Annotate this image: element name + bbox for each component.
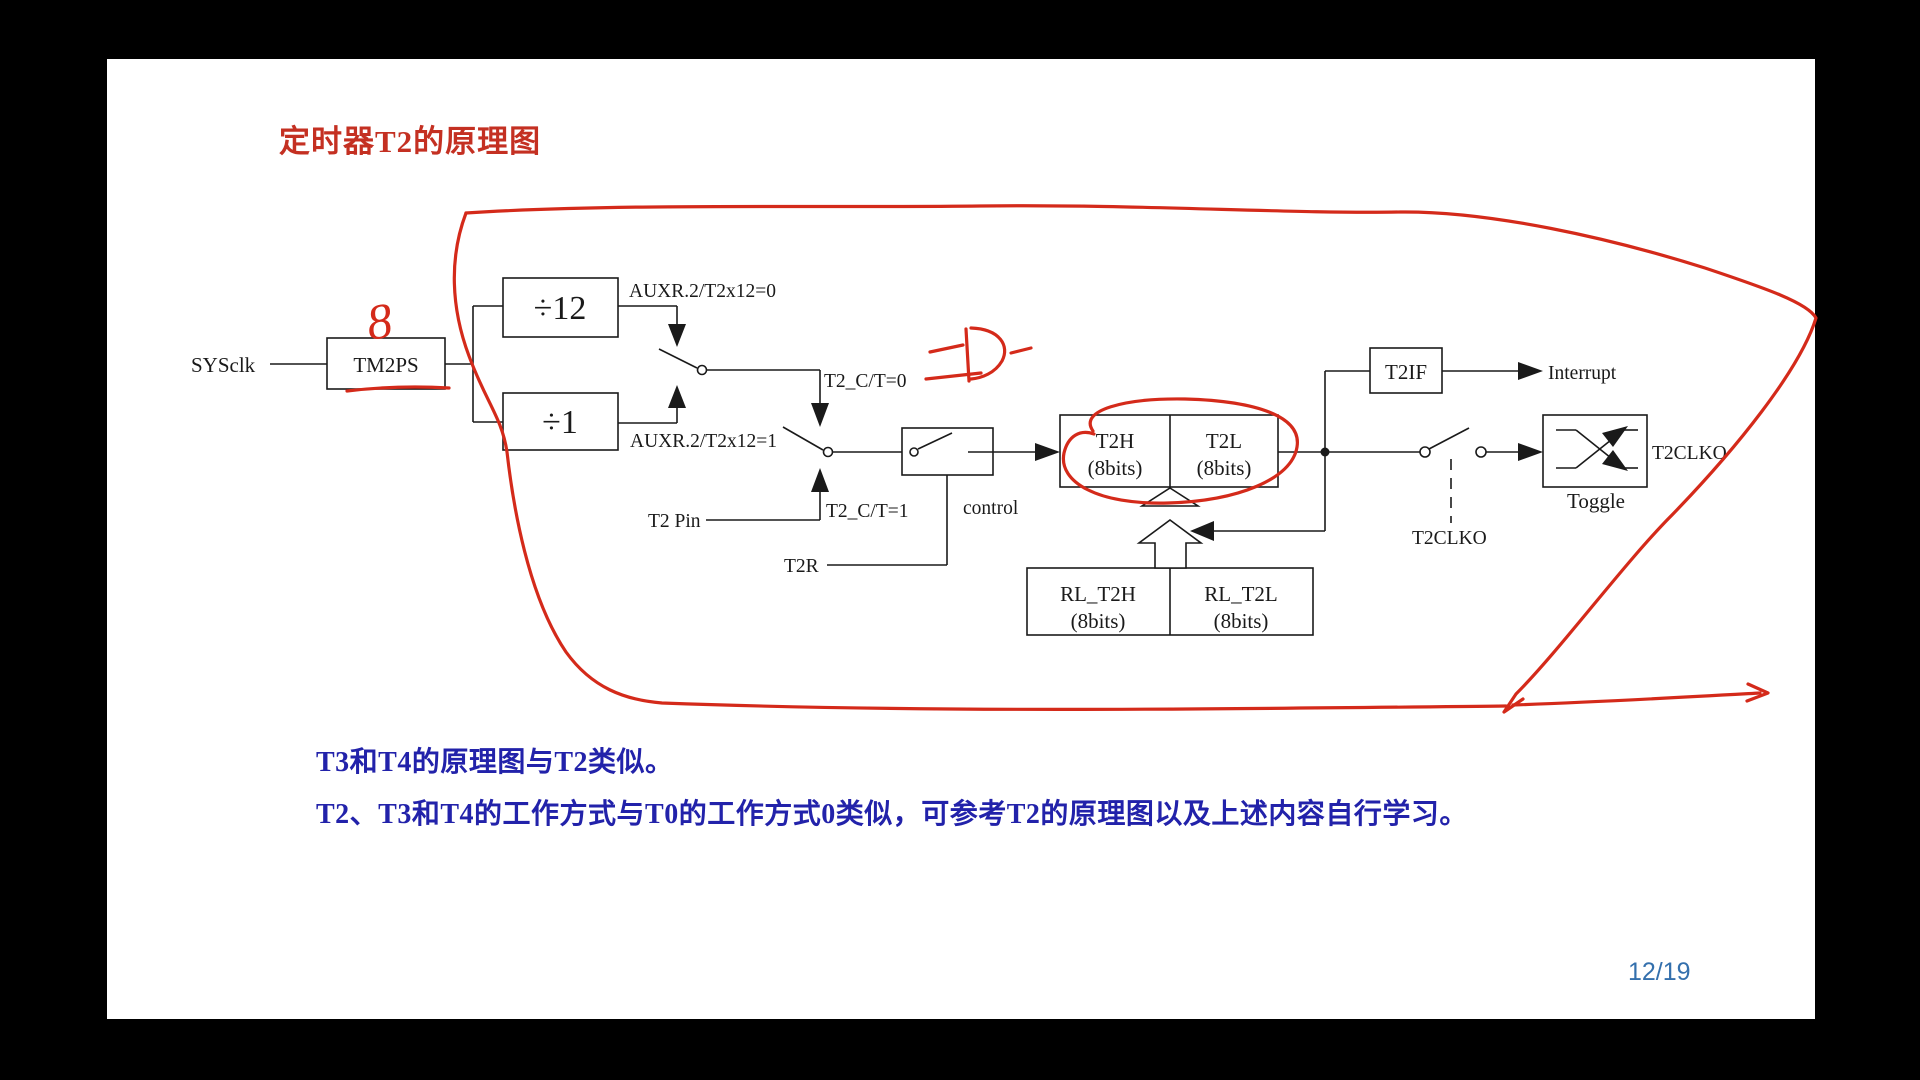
ink-gate-input-2	[924, 371, 983, 381]
t2h-t2l-register-box	[1059, 414, 1279, 488]
t2l-bits-label: (8bits)	[1197, 456, 1252, 480]
red-ink-annotations: 8	[345, 204, 1818, 714]
div12-label: ÷12	[534, 290, 587, 327]
ink-gate-input-1	[928, 343, 965, 354]
reload-arrow-lower	[1136, 519, 1204, 569]
tm2ps-label: TM2PS	[353, 353, 418, 377]
div1-box	[502, 392, 619, 451]
auxr-t2x12-0-label: AUXR.2/T2x12=0	[629, 281, 776, 302]
rl-t2l-bits-label: (8bits)	[1214, 609, 1269, 633]
toggle-box	[1542, 414, 1648, 488]
ink-bottom-arrow	[1511, 691, 1762, 707]
t2h-label: T2H	[1096, 429, 1135, 453]
t2l-label: T2L	[1206, 429, 1242, 453]
page-number: 12/19	[1628, 958, 1691, 986]
presentation-slide	[107, 59, 1815, 1019]
ink-gate-body	[969, 326, 1007, 381]
div12-box	[502, 277, 619, 338]
mux2-contact	[822, 446, 834, 458]
ink-oval-t2h-t2l	[1061, 397, 1299, 505]
tm2ps-box	[326, 337, 446, 390]
auxr-t2x12-1-label: AUXR.2/T2x12=1	[630, 431, 777, 452]
t2if-label: T2IF	[1385, 360, 1427, 384]
t2-ct0-label: T2_C/T=0	[824, 371, 907, 392]
ink-underline-tm2ps	[345, 385, 451, 393]
ink-gate-bar	[964, 327, 971, 383]
toggle-label: Toggle	[1567, 489, 1625, 513]
note-line-2: T2、T3和T4的工作方式与T0的工作方式0类似，可参考T2的原理图以及上述内容…	[316, 799, 1468, 830]
mux1-contact	[696, 364, 708, 376]
arrowheads	[668, 324, 1543, 541]
ink-gate-output	[1009, 346, 1033, 355]
t2clko-out-label: T2CLKO	[1652, 443, 1727, 464]
rl-t2l-label: RL_T2L	[1204, 582, 1278, 606]
t2clko-switch-right-contact	[1475, 446, 1487, 458]
ink-loop-left-bottom	[452, 211, 1508, 711]
t2clko-switch-left-contact	[1419, 446, 1431, 458]
t2-pin-label: T2 Pin	[648, 511, 701, 532]
sysclk-label: SYSclk	[191, 353, 256, 377]
ink-loop-top-right	[464, 204, 1818, 714]
note-line-1: T3和T4的原理图与T2类似。	[316, 747, 674, 778]
interrupt-label: Interrupt	[1548, 363, 1617, 384]
t2r-label: T2R	[784, 556, 819, 577]
t2clko-switch-label: T2CLKO	[1412, 528, 1487, 549]
rl-t2h-bits-label: (8bits)	[1071, 609, 1126, 633]
wires	[270, 305, 1519, 566]
slide-title: 定时器T2的原理图	[279, 124, 542, 159]
wire-junction	[1320, 447, 1330, 457]
control-label: control	[963, 498, 1019, 519]
rl-t2h-label: RL_T2H	[1060, 582, 1136, 606]
t2if-box	[1369, 347, 1443, 394]
t2h-bits-label: (8bits)	[1088, 456, 1143, 480]
t2-ct1-label: T2_C/T=1	[826, 501, 909, 522]
toggle-symbol	[1556, 426, 1638, 471]
ink-bottom-arrowhead	[1745, 682, 1770, 703]
control-switch-symbol	[909, 432, 993, 457]
div1-label: ÷1	[542, 404, 578, 441]
